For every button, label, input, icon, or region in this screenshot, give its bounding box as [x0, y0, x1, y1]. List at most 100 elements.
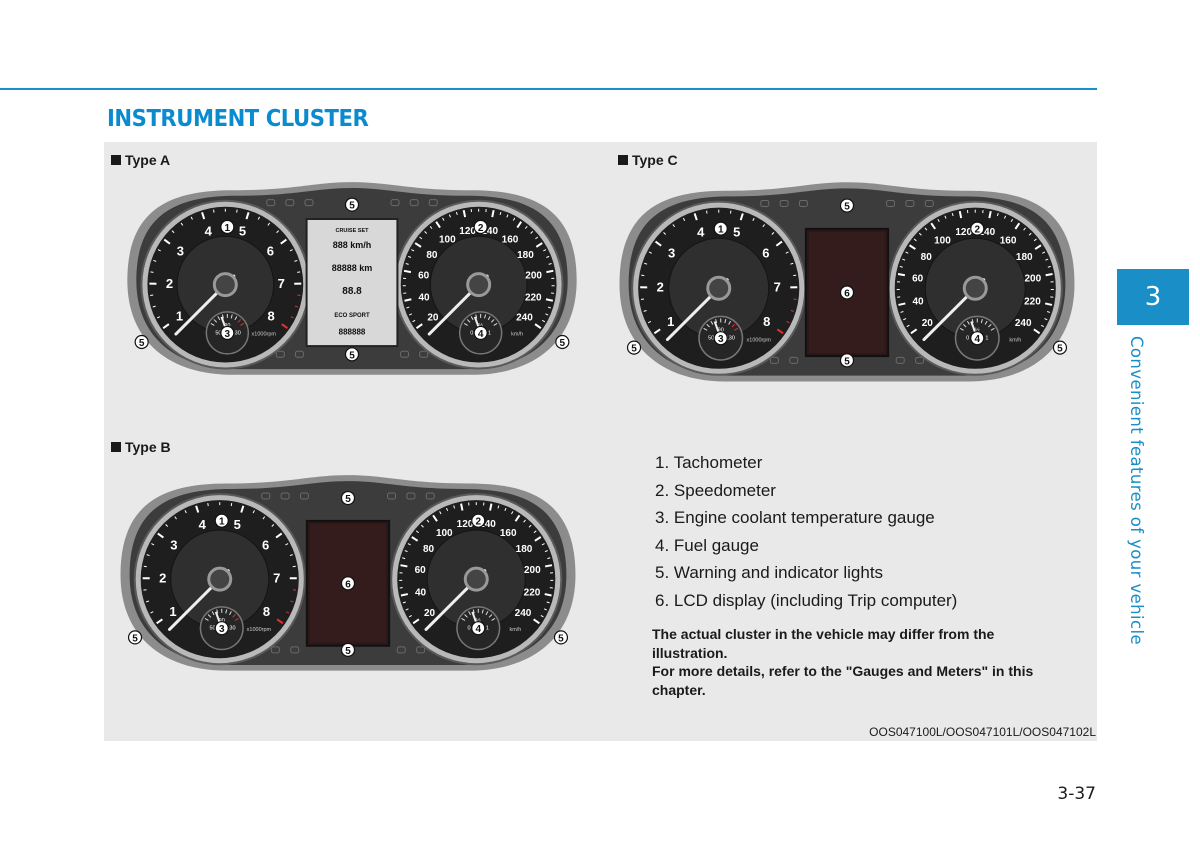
speedometer-tick — [489, 503, 493, 511]
speedometer-tick — [411, 536, 419, 542]
warning-lamp-icon — [304, 199, 314, 207]
speedometer-tick — [541, 543, 545, 546]
tachometer-tick — [643, 310, 647, 312]
speedometer-tick-label: 200 — [525, 270, 542, 281]
fuel-gauge-tick — [984, 320, 988, 325]
speedometer-tick — [504, 507, 507, 512]
warning-lamp-icon — [905, 199, 915, 207]
temp-gauge-tick — [731, 323, 736, 328]
temp-gauge-tick — [237, 319, 242, 323]
warning-lamp-icon — [261, 492, 271, 500]
fuel-gauge-tick — [490, 319, 495, 323]
speedometer-tick — [512, 217, 516, 221]
fuel-gauge-tick — [485, 611, 489, 616]
temp-gauge-tick — [703, 327, 708, 331]
lcd-readout: 888888 — [339, 328, 366, 337]
speedometer-tick — [535, 242, 543, 248]
fuel-gauge-tick — [468, 611, 472, 616]
speedometer-tick — [910, 328, 918, 335]
tachometer-tick — [201, 212, 206, 220]
callout-marker — [340, 576, 356, 591]
tachometer-tick — [752, 217, 755, 222]
callout-marker — [713, 221, 728, 236]
fuel-gauge-tick-label: 1 — [985, 335, 988, 341]
speedometer-tick — [988, 211, 992, 219]
temp-gauge-tick — [230, 314, 233, 319]
tachometer-tick — [771, 231, 775, 235]
warning-lamp-icon — [390, 199, 400, 207]
tachometer-tick — [240, 505, 245, 513]
speedometer-tick — [403, 269, 412, 274]
speedometer-tick — [497, 505, 500, 509]
tachometer-tick — [290, 316, 294, 319]
speedometer-tick — [534, 323, 542, 329]
speedometer-tick-label: 120 — [457, 519, 474, 530]
speedometer-tick — [913, 238, 917, 242]
speedometer-tick — [408, 255, 412, 258]
callout-number: 5 — [345, 494, 351, 505]
indicator-lamp-icon — [895, 356, 905, 364]
speedometer-tick-label: 140 — [481, 226, 498, 237]
callout-marker — [471, 513, 486, 528]
speedometer-tick — [924, 227, 928, 231]
speedometer-tick — [429, 225, 433, 229]
tachometer-tick-label: 6 — [267, 243, 274, 258]
callout-number: 5 — [558, 633, 564, 644]
speedometer-hub — [962, 275, 988, 301]
speedometer-tick — [1033, 328, 1041, 335]
tachometer-tick-label: 3 — [177, 243, 184, 258]
callout-number: 2 — [974, 225, 980, 236]
lcd-readout: 88.8 — [342, 286, 362, 297]
callout-marker — [839, 353, 855, 368]
warning-lamp-icon — [779, 199, 789, 207]
note-line: For more details, refer to the "Gauges a… — [652, 663, 1034, 698]
tachometer-tick — [180, 222, 184, 226]
chapter-tab[interactable]: 3 — [1117, 269, 1189, 325]
indicator-lamp-icon — [270, 646, 280, 654]
tachometer-hub — [212, 272, 238, 298]
tachometer-tick — [793, 274, 797, 277]
fuel-gauge-tick — [484, 314, 487, 319]
lcd-readout: 888 km/h — [333, 240, 372, 250]
fuel-gauge-tick — [487, 316, 491, 321]
speedometer-tick — [411, 249, 415, 252]
speedometer-tick — [415, 323, 423, 329]
speedometer-tick — [1042, 251, 1046, 254]
speedometer-tick — [546, 601, 550, 604]
speedometer-tick — [412, 319, 416, 323]
tachometer-tick — [785, 251, 789, 254]
indicator-lamp-icon — [419, 350, 429, 358]
temp-gauge-tick — [232, 614, 236, 618]
callout-marker — [134, 334, 149, 350]
tachometer-tick — [157, 532, 164, 539]
tachometer-tick — [641, 274, 645, 277]
tachometer-tick — [790, 262, 794, 265]
speedometer-tick — [535, 236, 539, 240]
tachometer-tick — [739, 213, 744, 221]
indicator-lamp-icon — [400, 350, 410, 358]
tachometer-tick — [280, 238, 287, 245]
speedometer-tick-label: 60 — [418, 270, 430, 281]
speedometer-tick — [937, 218, 940, 223]
legend-item: 2. Speedometer — [655, 480, 776, 500]
speedometer-tick-label: 100 — [934, 236, 951, 247]
speedometer-tick — [548, 263, 552, 265]
indicator-lamp-icon — [396, 646, 406, 654]
note-line: The actual cluster in the vehicle may di… — [652, 626, 995, 661]
speedometer-tick — [408, 313, 413, 316]
callout-marker — [344, 197, 360, 212]
tachometer-tick-label: 7 — [278, 276, 285, 291]
tachometer-tick — [156, 618, 163, 625]
speedometer-tick — [1033, 238, 1037, 242]
speedometer-tick-label: 60 — [415, 565, 427, 576]
temp-gauge-tick — [221, 314, 224, 319]
callout-number: 5 — [132, 633, 138, 644]
speedometer-tick — [1045, 258, 1049, 261]
callout-marker — [713, 331, 728, 346]
tachometer-tick — [285, 543, 289, 546]
callout-number: 1 — [718, 225, 724, 236]
tachometer-tick — [648, 251, 652, 254]
speedometer-tick — [546, 269, 554, 274]
tachometer-tick — [174, 516, 177, 520]
callout-marker — [127, 630, 143, 645]
